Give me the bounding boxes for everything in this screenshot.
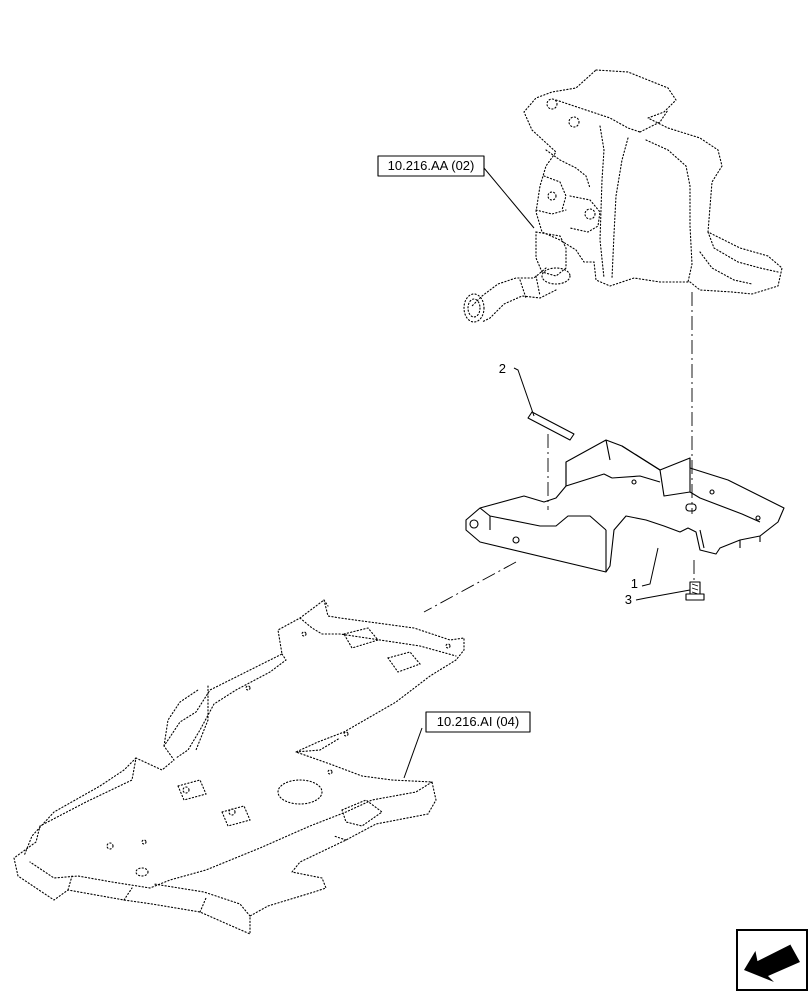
- floor-panel: [13, 599, 465, 935]
- leader-lines: [403, 167, 691, 779]
- next-page-arrow-icon[interactable]: [736, 929, 808, 991]
- callout-item-2: 2: [499, 361, 506, 376]
- ref-label-top[interactable]: 10.216.AA (02): [377, 155, 485, 177]
- callout-item-3: 3: [625, 592, 632, 607]
- rod-part: [527, 411, 575, 441]
- bolt-part: [685, 581, 705, 601]
- ref-label-bottom-text[interactable]: 10.216.AI (04): [437, 714, 519, 729]
- ref-label-bottom[interactable]: 10.216.AI (04): [425, 711, 531, 733]
- callout-item-1: 1: [631, 576, 638, 591]
- mounting-bracket: [465, 439, 785, 573]
- ref-label-top-text[interactable]: 10.216.AA (02): [388, 158, 475, 173]
- fuel-tank: [463, 69, 783, 323]
- alignment-lines: [423, 292, 695, 613]
